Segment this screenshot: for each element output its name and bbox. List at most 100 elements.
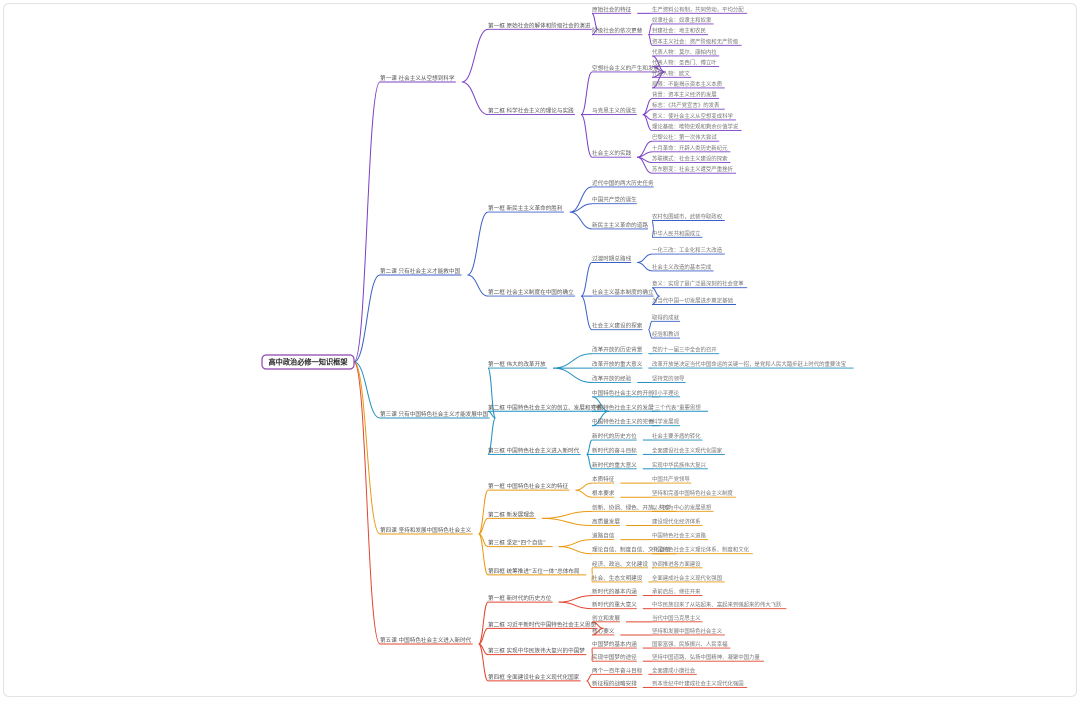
node-d4[interactable]: 理论基础：唯物史观和剩余价值学说 [652,123,739,131]
branch-node[interactable]: 第四课 坚持和发展中国特色社会主义 [380,526,472,534]
node-d3[interactable]: 理论自信、制度自信、文化自信 [592,546,671,554]
node-d3[interactable]: 实现中国梦的途径 [592,653,637,661]
node-d4[interactable]: 为当代中国一切发展进步奠定基础 [652,297,733,305]
node-d4[interactable]: 十月革命：开辟人类历史新纪元 [652,144,728,152]
node-d3[interactable]: 空想社会主义的产生和发展 [592,64,660,72]
node-d2[interactable]: 第三框 实现中华民族伟大复兴的中国梦 [488,647,585,655]
node-d4[interactable]: 代表人物：圣西门、傅立叶 [652,59,717,67]
node-d3[interactable]: 中国特色社会主义的发展 [592,403,654,411]
node-d2[interactable]: 第一框 原始社会的解体和阶级社会的演进 [488,21,591,29]
node-d4[interactable]: 苏联模式：社会主义建设的探索 [652,155,728,163]
node-d3[interactable]: 本质特征 [592,475,615,483]
node-d4[interactable]: 意义：使社会主义从空想变成科学 [652,112,733,120]
node-d4[interactable]: 协调推进各方面建设 [652,560,701,568]
node-d2[interactable]: 第二框 中国特色社会主义的创立、发展和完善 [488,403,602,411]
node-d3[interactable]: 社会主义的实践 [592,149,632,157]
node-d4[interactable]: 代表人物：欧文 [652,69,690,77]
node-d4[interactable]: 到本世纪中叶建成社会主义现代化强国 [652,679,744,687]
node-d3[interactable]: 改革开放的经验 [592,374,632,382]
node-d4[interactable]: 改革开放是决定当代中国命运的关键一招，是党和人民大踏步赶上时代的重要法宝 [652,360,847,368]
node-d3[interactable]: 过渡时期总路线 [592,255,632,263]
node-d3[interactable]: 近代中国的两大历史任务 [592,179,654,187]
node-d3[interactable]: 中国共产党的诞生 [592,196,637,204]
node-d3[interactable]: 两个一百年奋斗目标 [592,666,643,674]
node-d3[interactable]: 新时代的重大意义 [592,461,637,469]
node-d4[interactable]: 背景：资本主义经济的发展 [652,91,717,99]
node-d4[interactable]: 坚持中国道路、弘扬中国精神、凝聚中国力量 [652,653,760,661]
node-d2[interactable]: 第二框 习近平新时代中国特色社会主义思想 [488,620,596,628]
node-d3[interactable]: 道路自信 [592,532,615,540]
node-d4[interactable]: 坚持党的领导 [652,374,685,382]
node-d4[interactable]: 科学发展观 [652,418,680,426]
node-d4[interactable]: 社会主义改造的基本完成 [652,263,712,271]
node-d2[interactable]: 第一框 中国特色社会主义的特征 [488,482,568,490]
node-d3[interactable]: 核心要义 [592,627,615,635]
node-d4[interactable]: 中国特色社会主义道路 [652,532,707,540]
node-d4[interactable]: 巴黎公社：第一次伟大尝试 [652,133,717,141]
node-d3[interactable]: 新征程的战略安排 [592,679,637,687]
node-d4[interactable]: 全面建成社会主义现代化强国 [652,574,722,582]
node-d3[interactable]: 原始社会的特征 [592,5,632,13]
node-d4[interactable]: 代表人物：莫尔、康帕内拉 [652,48,717,56]
node-d4[interactable]: 实现中华民族伟大复兴 [652,461,707,469]
node-d3[interactable]: 阶级社会的依次更替 [592,27,643,35]
node-d2[interactable]: 第二框 社会主义制度在中国的确立 [488,288,574,296]
node-d4[interactable]: 社会主要矛盾的转化 [652,432,701,440]
node-d3[interactable]: 高质量发展 [592,517,620,525]
node-d3[interactable]: 根本要求 [592,489,615,497]
node-d2[interactable]: 第一框 新时代的历史方位 [488,594,552,602]
node-d4[interactable]: 农村包围城市，武装夺取政权 [652,213,723,221]
node-d3[interactable]: 中国特色社会主义的完善 [592,418,654,426]
node-d4[interactable]: 资本主义社会：资产阶级和无产阶级 [652,37,739,45]
node-d3[interactable]: 创新、协调、绿色、开放、共享 [592,503,671,511]
node-d2[interactable]: 第一框 伟大的改革开放 [488,360,546,368]
node-d4[interactable]: 局限：不能揭示资本主义本质 [652,80,723,88]
node-d4[interactable]: 意义：实现了最广泛最深刻的社会变革 [652,280,744,288]
node-d4[interactable]: 经验和教训 [652,330,679,338]
node-d4[interactable]: 取得的成就 [652,313,680,321]
node-d4[interactable]: 生产资料公有制，共同劳动，平均分配 [652,5,744,13]
node-d2[interactable]: 第四框 全面建设社会主义现代化国家 [488,673,580,681]
node-d3[interactable]: 社会主义建设的探索 [592,322,643,330]
node-d4[interactable]: 坚持和完善中国特色社会主义制度 [652,489,733,497]
node-d2[interactable]: 第四框 统筹推进“五位一体”总体布局 [488,567,580,575]
node-d4[interactable]: “三个代表”重要思想 [652,403,701,411]
node-d4[interactable]: 标志：《共产党宣言》的发表 [652,101,720,109]
node-d4[interactable]: 封建社会：地主和农民 [652,27,706,35]
node-d4[interactable]: 以人民为中心的发展思想 [652,503,712,511]
node-d3[interactable]: 新时代的历史方位 [592,432,637,440]
node-d4[interactable]: 邓小平理论 [652,389,680,397]
node-d3[interactable]: 新时代的基本内涵 [592,588,637,596]
node-d2[interactable]: 第二框 科学社会主义的理论与实践 [488,107,574,115]
node-d3[interactable]: 马克思主义的诞生 [592,107,637,115]
node-d3[interactable]: 改革开放的重大意义 [592,360,643,368]
node-d4[interactable]: 全面建设社会主义现代化国家 [652,446,723,454]
node-d3[interactable]: 新时代的重大意义 [592,601,637,609]
node-d3[interactable]: 创立和发展 [592,614,620,622]
node-d2[interactable]: 第一框 新民主主义革命的胜利 [488,204,563,212]
node-d4[interactable]: 苏东剧变：社会主义遭受严重挫折 [652,165,733,173]
node-d3[interactable]: 经济、政治、文化建设 [592,560,648,568]
node-d3[interactable]: 新时代的奋斗目标 [592,446,637,454]
node-d4[interactable]: 建设现代化经济体系 [652,517,701,525]
root-node[interactable]: 高中政治必修一知识框架 [261,354,355,370]
node-d4[interactable]: 国家富强、民族振兴、人民幸福 [652,640,728,648]
node-d2[interactable]: 第二框 新发展理念 [488,510,535,518]
node-d4[interactable]: 中国共产党领导 [652,475,690,483]
node-d4[interactable]: 坚持和发展中国特色社会主义 [652,627,723,635]
node-d3[interactable]: 新民主主义革命的道路 [592,221,648,229]
node-d4[interactable]: 中华人民共和国成立 [652,229,701,237]
node-d4[interactable]: 党的十一届三中全会的召开 [652,346,717,354]
node-d4[interactable]: 奴隶社会：奴隶主和奴隶 [652,16,712,24]
node-d3[interactable]: 社会、生态文明建设 [592,574,643,582]
node-d3[interactable]: 社会主义基本制度的确立 [592,288,654,296]
branch-node[interactable]: 第一课 社会主义从空想到科学 [380,74,455,82]
node-d4[interactable]: 承前启后、继往开来 [652,588,701,596]
node-d2[interactable]: 第三框 中国特色社会主义进入新时代 [488,446,580,454]
node-d2[interactable]: 第三框 坚定“四个自信” [488,539,546,547]
node-d4[interactable]: 中华民族迎来了从站起来、富起来到强起来的伟大飞跃 [652,601,782,609]
node-d3[interactable]: 改革开放的历史背景 [592,346,643,354]
node-d4[interactable]: 当代中国马克思主义 [652,614,701,622]
node-d4[interactable]: 一化三改：工业化和三大改造 [652,246,723,254]
node-d3[interactable]: 中国特色社会主义的开创 [592,389,654,397]
